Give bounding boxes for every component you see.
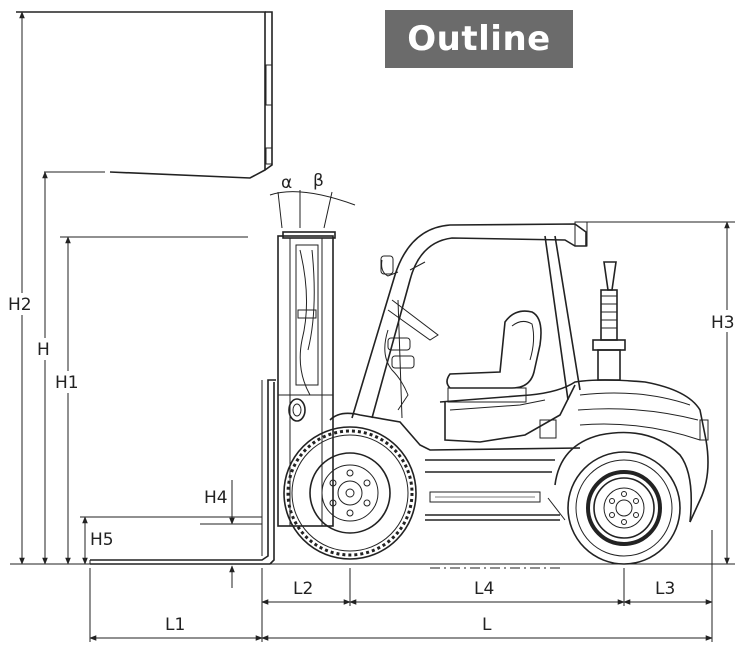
dimension-h4 <box>200 480 262 588</box>
label-l4: L4 <box>474 579 494 599</box>
rear-wheel <box>567 451 681 565</box>
label-h2: H2 <box>8 295 32 315</box>
exhaust-pipe <box>592 261 626 381</box>
label-h3: H3 <box>711 313 735 333</box>
raised-fork <box>16 11 273 179</box>
label-beta: β <box>313 171 324 191</box>
label-l3: L3 <box>655 579 675 599</box>
dimension-h <box>34 171 56 565</box>
truck-body <box>329 379 709 523</box>
label-l2: L2 <box>293 579 313 599</box>
lower-fork <box>89 379 276 565</box>
diagram-title: Outline <box>407 19 551 59</box>
front-wheel <box>283 426 417 560</box>
label-h1: H1 <box>55 373 79 393</box>
title-badge <box>385 10 573 68</box>
dimension-h2 <box>6 11 38 565</box>
overhead-guard <box>351 221 588 419</box>
dimension-h3 <box>710 221 740 565</box>
label-l: L <box>482 615 492 635</box>
operator-area <box>384 299 439 419</box>
label-h5: H5 <box>90 530 114 550</box>
seat <box>446 310 542 403</box>
label-h4: H4 <box>204 488 228 508</box>
mast <box>277 231 336 527</box>
label-alpha: α <box>281 173 292 193</box>
tilt-angles <box>269 190 356 229</box>
label-l1: L1 <box>165 615 185 635</box>
label-h: H <box>37 340 50 360</box>
dimension-h1 <box>53 236 85 565</box>
